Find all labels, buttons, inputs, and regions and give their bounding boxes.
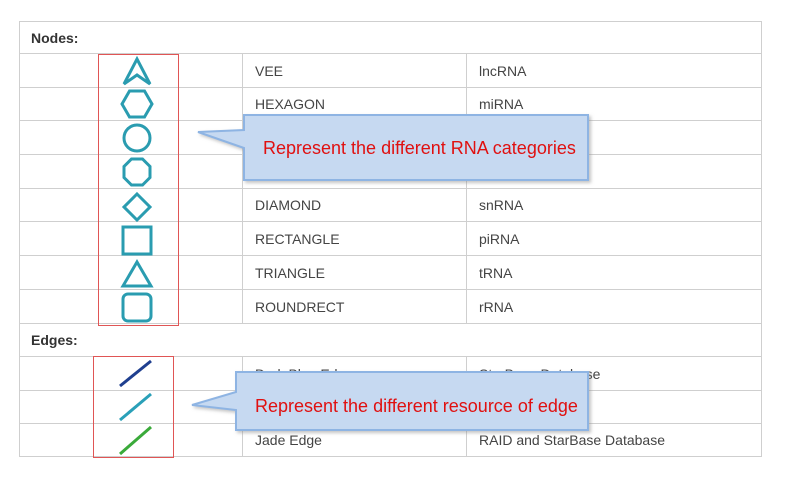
- node-rna-category: piRNA: [466, 222, 763, 255]
- dark-blue-edge-icon: [119, 359, 152, 388]
- node-shape-name: ROUNDRECT: [242, 290, 466, 323]
- node-row: VEE lncRNA: [19, 54, 762, 88]
- hexagon-icon: [120, 89, 154, 119]
- node-rna-category: snRNA: [466, 189, 763, 221]
- node-rna-category: lncRNA: [466, 54, 763, 87]
- nodes-section-label: Nodes:: [31, 30, 79, 46]
- edge-name: Jade Edge: [242, 424, 466, 456]
- node-shape-name: [242, 155, 466, 188]
- nodes-callout-text: Represent the different RNA categories: [263, 138, 576, 158]
- node-shape-name: TRIANGLE: [242, 256, 466, 289]
- teal-edge-icon: [119, 392, 152, 422]
- roundrect-icon: [121, 292, 153, 323]
- nodes-highlight-box: [98, 54, 179, 326]
- node-rna-category: tRNA: [466, 256, 763, 289]
- node-shapes-column: [120, 55, 154, 323]
- node-shape-name: VEE: [242, 54, 466, 87]
- triangle-icon: [120, 259, 154, 288]
- node-shape-name: HEXAGON: [242, 88, 466, 120]
- edges-highlight-box: [93, 356, 174, 458]
- nodes-section-header: Nodes:: [19, 21, 762, 54]
- vee-icon: [122, 55, 152, 86]
- node-row: RECTANGLE piRNA: [19, 222, 762, 256]
- node-rna-category: rRNA: [466, 290, 763, 323]
- edge-source: RAID and StarBase Database: [466, 424, 763, 456]
- diamond-icon: [121, 191, 153, 223]
- node-row: TRIANGLE tRNA: [19, 256, 762, 290]
- jade-edge-icon: [119, 425, 152, 456]
- node-row: ROUNDRECT rRNA: [19, 290, 762, 324]
- edge-lines-column: [119, 359, 152, 456]
- node-shape-name: RECTANGLE: [242, 222, 466, 255]
- edge-row: Jade Edge RAID and StarBase Database: [19, 424, 762, 457]
- edges-callout-text: Represent the different resource of edge: [255, 396, 578, 416]
- node-rna-category: miRNA: [466, 88, 763, 120]
- edges-section-header: Edges:: [19, 324, 762, 357]
- edges-callout: [191, 371, 589, 431]
- edges-section-label: Edges:: [31, 332, 78, 348]
- node-shape-name: DIAMOND: [242, 189, 466, 221]
- rectangle-icon: [121, 225, 153, 256]
- nodes-callout: [197, 114, 589, 181]
- octagon-icon: [122, 157, 152, 187]
- node-row: DIAMOND snRNA: [19, 189, 762, 222]
- circle-icon: [122, 123, 152, 153]
